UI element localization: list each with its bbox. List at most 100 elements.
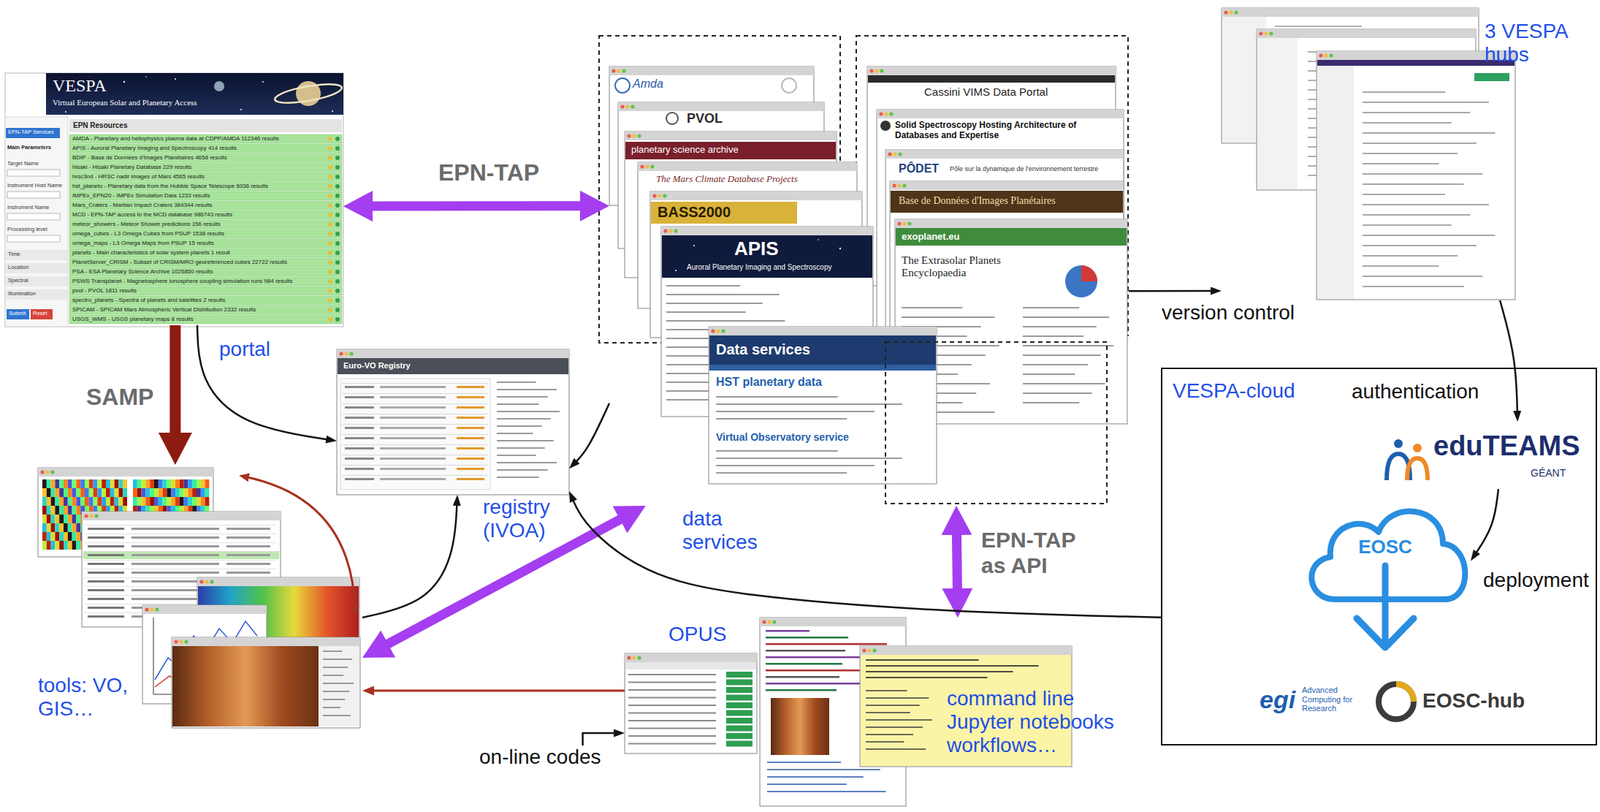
node-sublabel: Advanced Computing for Research — [1301, 685, 1361, 714]
text-line — [1362, 254, 1458, 257]
heatmap-cell — [67, 505, 73, 515]
text-line — [666, 293, 780, 296]
table-rule — [341, 454, 489, 456]
window-title-bar — [661, 226, 874, 236]
text-line — [87, 545, 125, 548]
screenshot-text: BASS2000 — [657, 203, 731, 221]
site-banner — [650, 201, 798, 224]
code-line — [765, 629, 810, 632]
screenshot-text: Instrument Name — [7, 204, 50, 212]
screenshot-text: The Mars Climate Database Projects — [656, 173, 798, 185]
status-dot — [328, 222, 333, 227]
status-dot — [328, 298, 333, 303]
status-dot — [335, 146, 340, 151]
heatmap-cell — [114, 479, 120, 489]
status-dot — [335, 269, 340, 274]
heatmap-cell — [187, 496, 193, 506]
resource-row — [69, 191, 342, 201]
status-dot — [328, 212, 333, 217]
heatmap-cell — [75, 505, 81, 515]
window-button — [897, 221, 901, 226]
text-line — [865, 726, 923, 728]
text-line — [1362, 111, 1470, 114]
status-dot — [328, 155, 333, 160]
heatmap-cell — [105, 488, 111, 497]
text-line — [496, 447, 546, 449]
window-button — [94, 513, 98, 518]
window-button — [637, 655, 641, 659]
status-dot — [328, 136, 333, 142]
heatmap-cell — [196, 496, 201, 506]
site-logo — [781, 78, 797, 93]
logo-figure — [1407, 458, 1428, 480]
heatmap-cell — [72, 488, 77, 497]
input-box — [7, 169, 60, 177]
text-line — [379, 447, 446, 450]
window-button — [663, 228, 668, 233]
heatmap-cell — [46, 488, 52, 497]
window-button — [173, 639, 178, 643]
window-title-bar — [859, 645, 1072, 655]
text-line — [226, 527, 271, 530]
heatmap-cell — [205, 479, 210, 489]
window-button — [640, 164, 644, 169]
opus-screenshot: OPUS — [624, 653, 757, 754]
button — [726, 702, 753, 708]
eduteams-logo: eduTEAMSGÉANT — [1380, 421, 1594, 489]
text-line — [456, 385, 485, 388]
status-dot — [335, 203, 340, 208]
heatmap-cell — [97, 488, 102, 497]
window-button — [84, 513, 88, 518]
window-button — [652, 193, 657, 198]
heatmap-cell — [59, 496, 64, 506]
screenshot-text: USGS_WMS - USGS planetary maps 8 results — [72, 314, 194, 324]
button — [726, 725, 753, 732]
table-rule — [84, 542, 277, 544]
heatmap-cell — [154, 488, 159, 497]
text-line — [865, 670, 1014, 673]
heatmap-cell — [59, 488, 64, 497]
text-line — [865, 740, 904, 743]
table-rule — [84, 524, 277, 527]
star — [123, 81, 125, 83]
nav-bar — [867, 75, 1115, 83]
heatmap-cell — [154, 479, 159, 489]
heatmap-cell — [63, 496, 68, 506]
heatmap-cell — [54, 488, 60, 497]
status-dot — [328, 241, 333, 246]
star — [331, 110, 334, 112]
text-line — [865, 718, 933, 721]
heatmap-cell — [145, 496, 150, 506]
text-line — [1362, 162, 1440, 165]
code-line — [765, 662, 843, 665]
window-button — [204, 579, 209, 584]
text-line — [715, 450, 838, 452]
screenshot-text: omega_maps - L3 Omega Maps from PSUP 15 … — [72, 238, 215, 248]
heatmap-cell — [192, 488, 197, 497]
text-line — [715, 403, 903, 405]
window-button — [715, 328, 720, 333]
connector — [1499, 300, 1518, 415]
text-line — [1274, 25, 1362, 28]
text-line — [344, 406, 375, 409]
status-dot — [335, 260, 340, 265]
window-button — [1263, 31, 1268, 36]
site-logo — [666, 112, 678, 125]
heatmap-cell — [63, 514, 68, 524]
status-dot — [328, 250, 333, 255]
window-title-bar — [624, 653, 757, 662]
heatmap-cell — [67, 488, 73, 497]
logo-ring — [1396, 683, 1414, 702]
button — [726, 694, 753, 701]
text-line — [322, 714, 351, 716]
heatmap-cell — [187, 488, 193, 497]
heatmap-cell — [54, 531, 60, 541]
heatmap-cell — [75, 479, 81, 489]
text-line — [87, 571, 125, 574]
code-line — [765, 649, 846, 652]
heatmap-cell — [122, 488, 128, 497]
text-line — [131, 545, 220, 548]
heatmap-cell — [93, 488, 98, 497]
planet-icon — [1081, 265, 1098, 282]
